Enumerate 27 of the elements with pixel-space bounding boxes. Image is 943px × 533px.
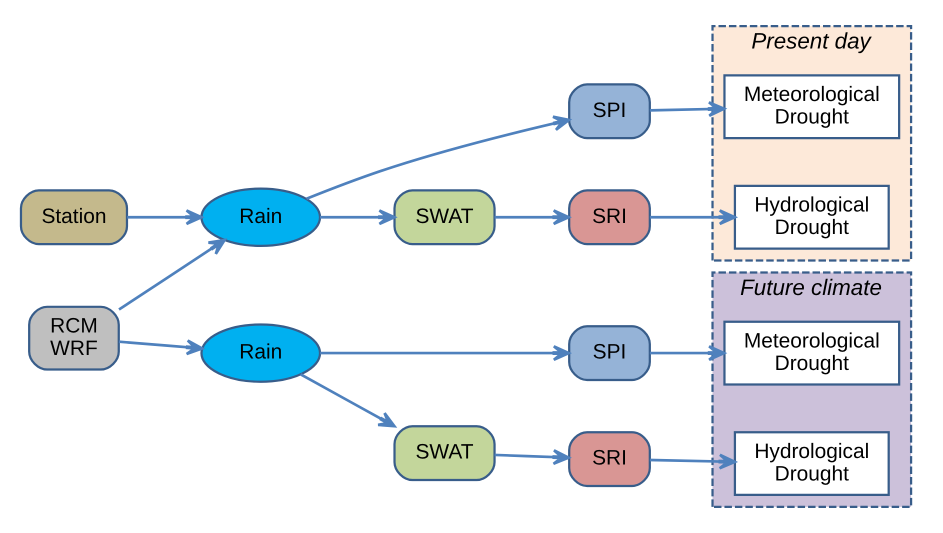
node-ellipse: Rain xyxy=(200,187,321,247)
arrow xyxy=(299,373,396,428)
arrow xyxy=(118,339,203,356)
node-box: Station xyxy=(19,189,128,246)
arrow xyxy=(494,449,570,466)
arrow xyxy=(319,209,396,226)
arrow xyxy=(649,453,736,470)
arrow xyxy=(649,100,725,118)
node-box: SPI xyxy=(568,325,650,382)
node-box: Hydrological Drought xyxy=(733,431,890,496)
node-box: Meteorological Drought xyxy=(722,74,900,140)
arrow xyxy=(306,115,570,200)
node-box: SPI xyxy=(568,83,650,140)
node-box: SRI xyxy=(568,189,650,246)
arrow xyxy=(494,209,570,226)
node-box: SWAT xyxy=(392,425,496,482)
node-box: Meteorological Drought xyxy=(722,320,900,386)
arrow xyxy=(320,345,570,362)
node-box: SRI xyxy=(568,431,650,488)
node-box: SWAT xyxy=(392,189,496,246)
node-box: RCM WRF xyxy=(28,306,120,371)
node-ellipse: Rain xyxy=(200,323,321,383)
arrow xyxy=(126,209,202,226)
arrow xyxy=(649,345,725,362)
arrow xyxy=(649,209,736,226)
node-box: Hydrological Drought xyxy=(733,184,890,250)
arrow xyxy=(118,238,226,311)
